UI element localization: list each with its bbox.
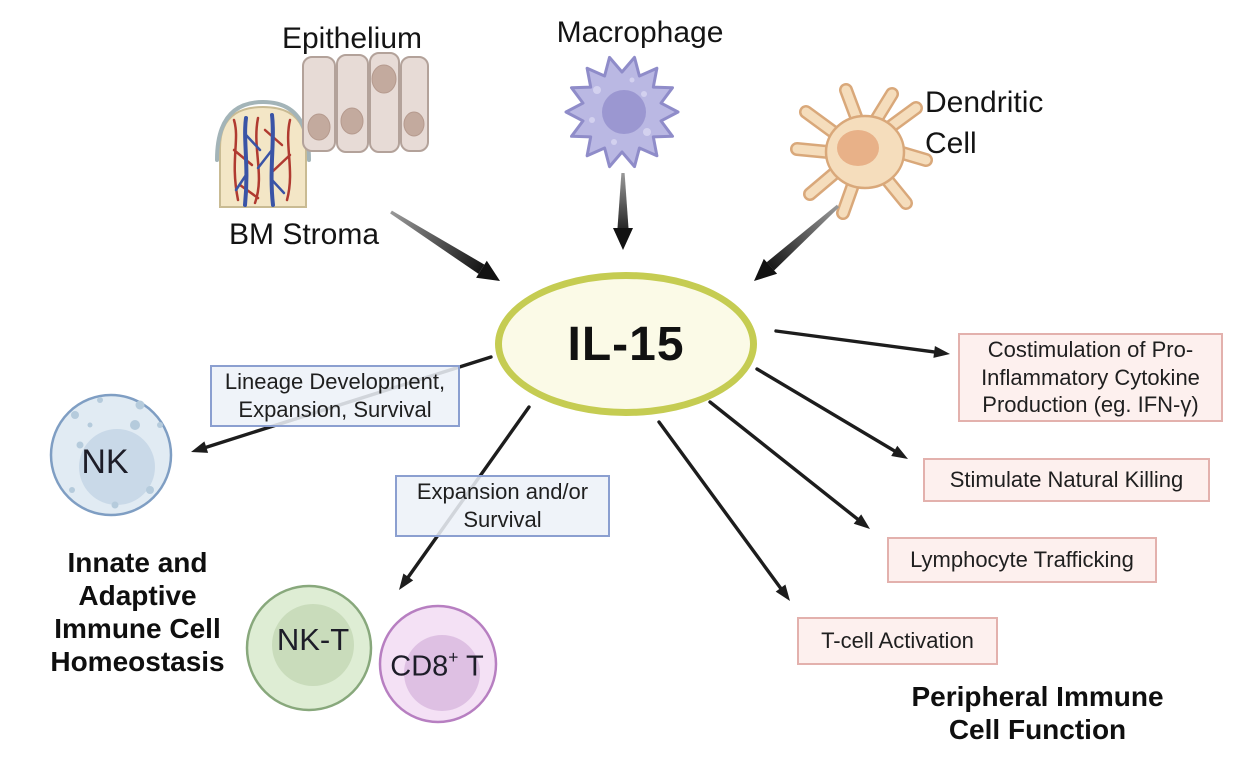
peripheral-function-heading: Peripheral Immune Cell Function xyxy=(911,681,1164,746)
cd8-superscript: + xyxy=(448,647,459,667)
arrow-il15-to-trafficking xyxy=(708,400,870,529)
cd8-t-cell-illustration xyxy=(378,604,498,724)
lineage-development-box: Lineage Development, Expansion, Survival xyxy=(210,365,460,427)
homeostasis-heading: Innate and Adaptive Immune Cell Homeosta… xyxy=(50,547,225,678)
arrow-il15-to-tcell-activation xyxy=(657,420,790,601)
epithelium-illustration xyxy=(302,52,429,153)
expansion-survival-box: Expansion and/or Survival xyxy=(395,475,610,537)
macrophage-label: Macrophage xyxy=(556,16,724,49)
il15-label: IL-15 xyxy=(567,317,685,371)
arrow-bm-stroma-to-il15 xyxy=(390,210,500,281)
tcell-activation-box: T-cell Activation xyxy=(797,617,998,665)
arrow-dendritic-to-il15 xyxy=(754,204,840,281)
costimulation-box: Costimulation of Pro- Inflammatory Cytok… xyxy=(958,333,1223,422)
natural-killing-box: Stimulate Natural Killing xyxy=(923,458,1210,502)
cd8-base-text: CD8 xyxy=(390,650,449,683)
bm-stroma-illustration xyxy=(215,99,311,208)
nkt-cell-illustration xyxy=(245,584,373,712)
dendritic-cell-illustration xyxy=(790,83,933,220)
cd8-tail-text: T xyxy=(458,650,484,683)
nk-cell-label: NK xyxy=(81,443,129,481)
nk-cell-illustration xyxy=(49,393,173,517)
arrow-macrophage-to-il15 xyxy=(613,173,633,250)
lymphocyte-trafficking-box: Lymphocyte Trafficking xyxy=(887,537,1157,583)
arrow-il15-to-natural-killing xyxy=(755,367,908,459)
epithelium-label: Epithelium xyxy=(281,22,423,55)
nkt-cell-label: NK-T xyxy=(276,622,350,657)
cd8-t-cell-label: CD8+ T xyxy=(377,647,497,684)
arrow-il15-to-costimulation xyxy=(774,329,950,358)
bm-stroma-label: BM Stroma xyxy=(228,218,380,251)
macrophage-illustration xyxy=(564,55,680,169)
dendritic-cell-label: Dendritic Cell xyxy=(925,86,1044,160)
il15-node: IL-15 xyxy=(495,272,757,416)
